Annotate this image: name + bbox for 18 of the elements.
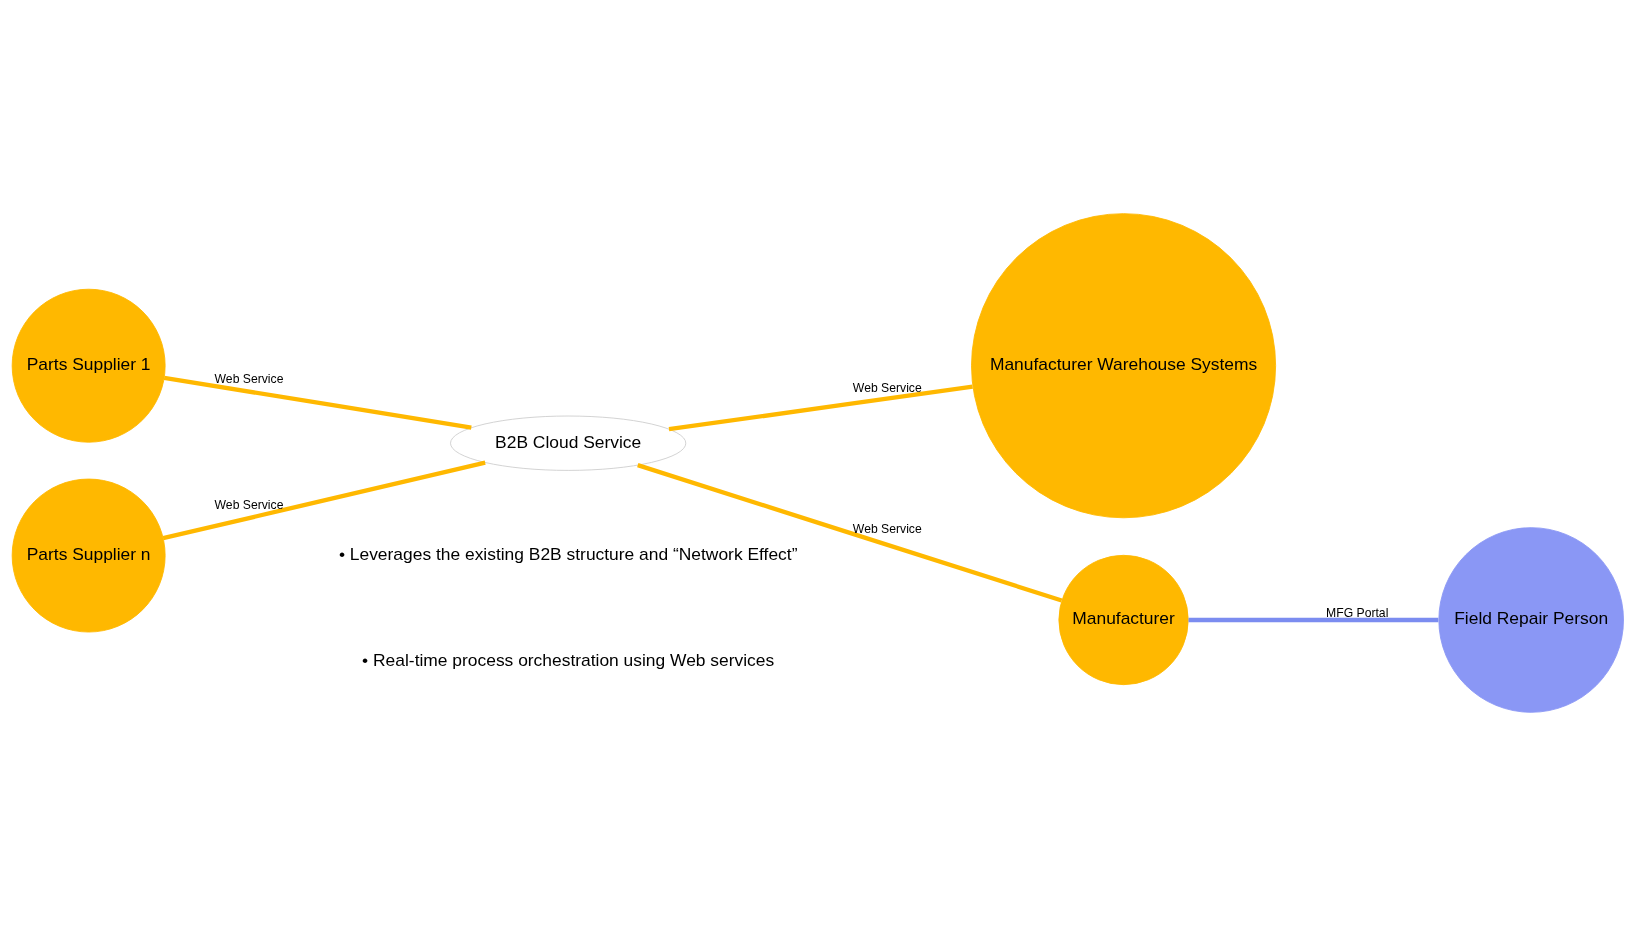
connector: [163, 375, 472, 430]
edge-label: MFG Portal: [1326, 605, 1389, 620]
connector: [637, 463, 1063, 603]
node-ellipse: B2B Cloud Service: [450, 415, 687, 471]
label: • Leverages the existing B2B structure and “Network Effect”: [338, 543, 798, 564]
edge-label: Web Service: [214, 372, 284, 387]
node-circle: Manufacturer Warehouse Systems: [971, 213, 1277, 519]
connector: [162, 460, 486, 541]
node-circle: Parts Supplier n: [11, 478, 166, 633]
edge-label: Web Service: [214, 497, 284, 512]
node-circle: Parts Supplier 1: [11, 288, 166, 443]
edge-label: Web Service: [852, 522, 922, 537]
edge-label: Web Service: [852, 381, 922, 396]
label: • Real-time process orchestration using Web services: [362, 650, 775, 671]
connector: [668, 384, 973, 432]
connector: [1188, 617, 1439, 623]
node-circle: Field Repair Person: [1438, 527, 1624, 713]
node-circle: Manufacturer: [1058, 554, 1189, 686]
